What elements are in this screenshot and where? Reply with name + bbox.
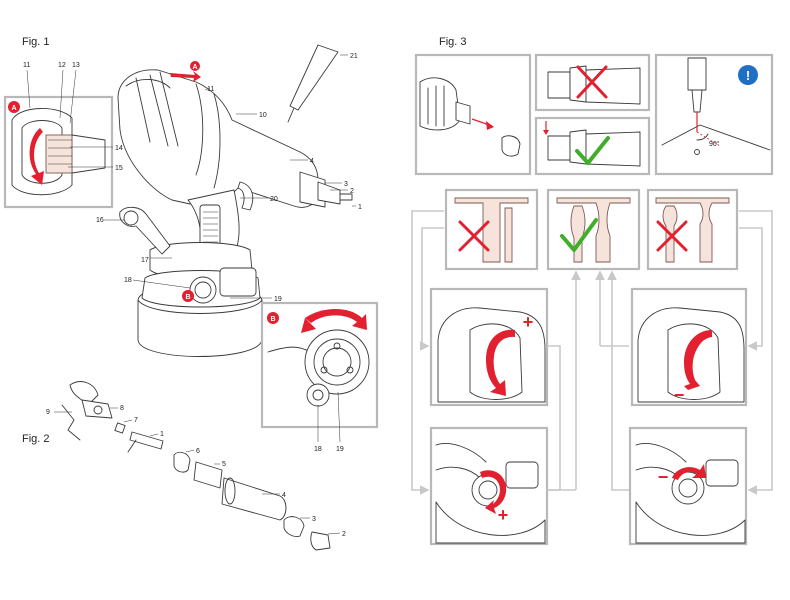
check-icon: [575, 136, 610, 165]
fig1-callout-12: 12: [58, 62, 66, 69]
fig1-callout-18: 18: [124, 277, 132, 284]
fig1-callout-21: 21: [350, 53, 358, 60]
badge-a-small-label: A: [192, 64, 197, 71]
fig2-callout-7: 7: [134, 417, 138, 424]
fig3-panel-knob-plus: +: [429, 426, 549, 546]
fig1-group: A: [3, 44, 379, 453]
badge-a-icon: [8, 101, 20, 113]
minus-icon: −: [674, 385, 685, 405]
fig2-callout-4: 4: [282, 492, 286, 499]
fig2-exploded-view: 9 8 7 1 6 5 4 3 2: [46, 381, 346, 551]
angle-label: 90°: [709, 140, 720, 148]
fig1-callout-10: 10: [259, 112, 267, 119]
cross-icon: [576, 65, 608, 99]
fig3-group: 90° !: [411, 53, 774, 546]
fig1-callout-2: 2: [350, 188, 354, 195]
fig3-panel-perpendicular: 90° !: [654, 53, 774, 176]
fig2-callout-2: 2: [342, 531, 346, 538]
fig1-title: Fig. 1: [22, 36, 50, 48]
rotate-arrow-icon: [486, 329, 515, 396]
fig3-panel-increase-stroke: +: [429, 287, 549, 407]
fig2-callout-1: 1: [160, 431, 164, 438]
cross-icon: [656, 220, 688, 252]
badge-a-label: A: [11, 105, 16, 112]
fig3-flow-connectors: [411, 210, 773, 495]
fig1-callout-14: 14: [115, 145, 123, 152]
detail-b-callout-18: 18: [314, 446, 322, 453]
fig1-callout-3: 3: [344, 181, 348, 188]
rotate-arrow-icon: [672, 464, 706, 480]
cross-icon: [458, 220, 490, 252]
fig3-panel-decrease-stroke: −: [630, 287, 748, 407]
fig2-callout-9: 9: [46, 409, 50, 416]
minus-icon: −: [658, 467, 669, 487]
fig1-callout-11b: 11: [207, 86, 214, 93]
detail-b-callout-19: 19: [336, 446, 344, 453]
badge-a-small-icon: [190, 61, 200, 71]
detail-b-panel: B 18 19: [260, 301, 379, 453]
fig1-callout-19: 19: [274, 296, 282, 303]
rotate-arrow-icon: [480, 470, 507, 514]
fig3-rivet-too-short: [646, 188, 739, 271]
fig1-callout-20: 20: [270, 196, 278, 203]
badge-b-label: B: [270, 316, 275, 323]
fig2-callout-8: 8: [120, 405, 124, 412]
badge-b-inline-icon: [182, 290, 194, 302]
fig3-rivet-too-long: [444, 188, 539, 271]
check-icon: [560, 218, 598, 252]
fig1-callout-13: 13: [72, 62, 80, 69]
badge-b-inline-label: B: [185, 294, 190, 301]
fig3-title: Fig. 3: [439, 36, 467, 48]
rotate-arrow-icon: [305, 309, 367, 330]
plus-icon: +: [523, 312, 534, 332]
fig2-title: Fig. 2: [22, 433, 50, 445]
fig1-callout-16: 16: [96, 217, 104, 224]
info-icon: [738, 65, 758, 85]
fig3-panel-correct-nose: [534, 116, 651, 176]
fig3-panel-nose-insert: [414, 53, 532, 176]
fig2-callout-5: 5: [222, 461, 226, 468]
fig3-panel-wrong-nose: [534, 53, 651, 112]
fig3-rivet-correct: [546, 188, 641, 271]
fig1-callout-17: 17: [141, 257, 149, 264]
rivet-tool-drawing: B A: [117, 44, 353, 357]
fig1-callout-4: 4: [310, 158, 314, 165]
rotate-arrow-icon: [170, 71, 201, 82]
plus-icon: +: [498, 505, 509, 525]
fig1-callout-15: 15: [115, 165, 123, 172]
badge-b-icon: [267, 312, 279, 324]
detail-a-panel: A: [3, 95, 114, 209]
fig1-callout-1: 1: [358, 204, 362, 211]
rotate-arrow-icon: [29, 128, 44, 185]
rotate-arrow-icon: [684, 330, 712, 390]
fig3-panel-knob-minus: −: [628, 426, 748, 546]
info-icon-glyph: !: [746, 68, 750, 83]
fig2-callout-6: 6: [196, 448, 200, 455]
fig2-callout-3: 3: [312, 516, 316, 523]
fig1-callout-11: 11: [23, 62, 30, 69]
